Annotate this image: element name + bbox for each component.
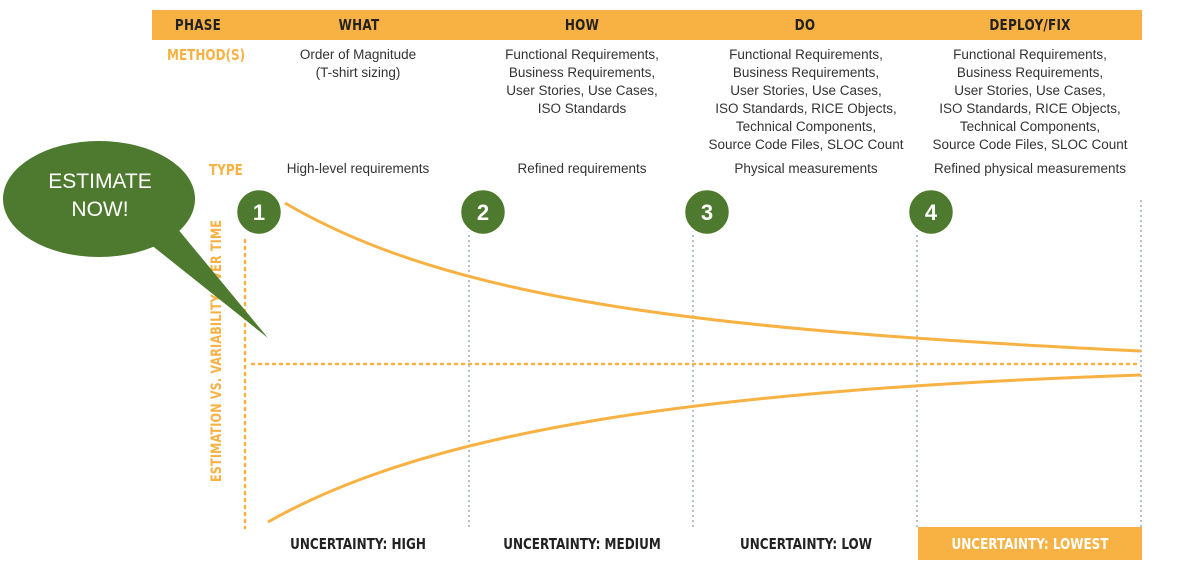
method-line: Functional Requirements, [505, 47, 659, 62]
method-line: ISO Standards, RICE Objects, [715, 101, 897, 116]
callout-bubble [3, 141, 195, 257]
type-label: TYPE [209, 161, 243, 179]
method-line: (T-shirt sizing) [315, 65, 401, 80]
phase-label: PHASE [174, 16, 222, 34]
method-line: Technical Components, [735, 119, 877, 134]
uncertainty-lowest: UNCERTAINTY: LOWEST [951, 535, 1109, 553]
phase-header-bar [152, 10, 1142, 40]
method-line: Business Requirements, [732, 65, 880, 80]
milestone-2: 2 [458, 187, 508, 237]
svg-text:1: 1 [253, 200, 265, 225]
method-line: ISO Standards [537, 101, 627, 116]
methods-label: METHOD(S) [167, 46, 246, 64]
svg-text:2: 2 [477, 200, 489, 225]
methods-deploy-fix: Functional Requirements, Business Requir… [905, 46, 1155, 154]
type-deploy-fix: Refined physical measurements [933, 161, 1127, 176]
method-line: Technical Components, [959, 119, 1101, 134]
phase-what: WHAT [338, 16, 380, 34]
method-line: Business Requirements, [508, 65, 656, 80]
method-line: ISO Standards, RICE Objects, [939, 101, 1121, 116]
uncertainty-high: UNCERTAINTY: HIGH [290, 535, 426, 553]
svg-text:3: 3 [701, 200, 713, 225]
type-what: High-level requirements [286, 161, 430, 176]
phase-how: HOW [564, 16, 600, 34]
callout-line-2: NOW! [71, 198, 129, 221]
upper-variability-curve [284, 201, 1142, 353]
methods-do: Functional Requirements, Business Requir… [681, 46, 931, 154]
methods-how: Functional Requirements, Business Requir… [457, 46, 707, 118]
method-line: Functional Requirements, [729, 47, 883, 62]
method-line: Order of Magnitude [299, 47, 417, 62]
callout-text: ESTIMATE NOW! [20, 168, 180, 224]
method-line: User Stories, Use Cases, [506, 83, 658, 98]
method-line: Source Code Files, SLOC Count [932, 137, 1128, 152]
type-do: Physical measurements [734, 161, 878, 176]
method-line: Business Requirements, [956, 65, 1104, 80]
method-line: Functional Requirements, [953, 47, 1107, 62]
phase-do: DO [794, 16, 816, 34]
lower-variability-curve [267, 373, 1142, 524]
uncertainty-lowest-highlight [918, 527, 1142, 560]
callout-pointer [135, 222, 268, 338]
method-line: User Stories, Use Cases, [730, 83, 882, 98]
type-how: Refined requirements [517, 161, 647, 176]
svg-text:4: 4 [925, 200, 938, 225]
phase-deploy-fix: DEPLOY/FIX [989, 16, 1071, 34]
method-line: Source Code Files, SLOC Count [708, 137, 904, 152]
uncertainty-low: UNCERTAINTY: LOW [739, 535, 872, 553]
milestone-4: 4 [906, 187, 956, 237]
milestone-3: 3 [682, 187, 732, 237]
milestone-1: 1 [234, 187, 284, 237]
callout-line-1: ESTIMATE [48, 170, 152, 193]
method-line: User Stories, Use Cases, [954, 83, 1106, 98]
estimate-now-callout [3, 141, 268, 338]
uncertainty-medium: UNCERTAINTY: MEDIUM [503, 535, 661, 553]
methods-what: Order of Magnitude (T-shirt sizing) [233, 46, 483, 82]
